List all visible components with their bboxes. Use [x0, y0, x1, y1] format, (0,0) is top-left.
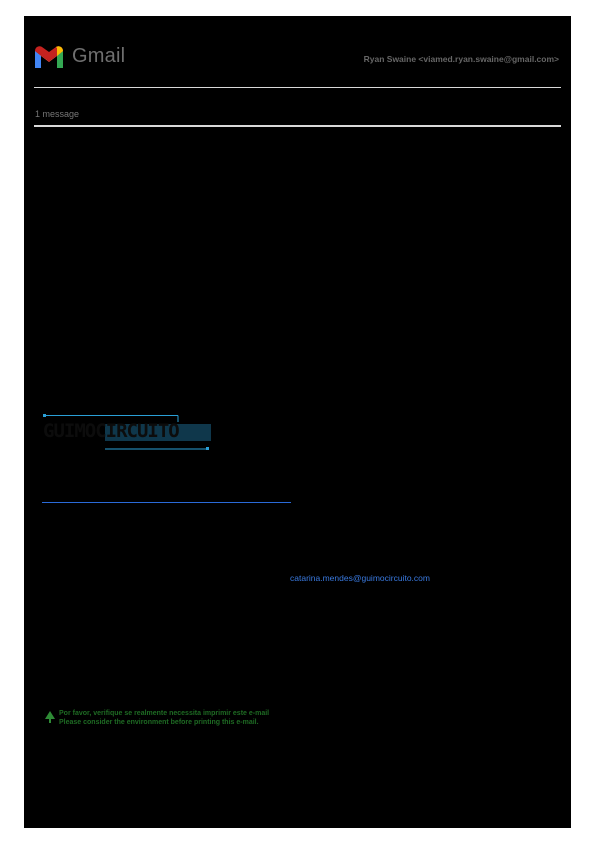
message-count: 1 message [35, 109, 80, 119]
logo-wordmark: GUIMOCIRCUITO [43, 420, 180, 442]
eco-notice-en: Please consider the environment before p… [59, 719, 259, 726]
gmail-brand-text: Gmail [72, 45, 126, 67]
signature-link-underline [42, 502, 291, 503]
gmail-logo-icon [35, 46, 63, 68]
account-email: Ryan Swaine <viamed.ryan.swaine@gmail.co… [363, 54, 559, 64]
tree-icon [45, 711, 55, 723]
company-logo: GUIMOCIRCUITO [43, 414, 213, 454]
contact-email-link[interactable]: catarina.mendes@guimocircuito.com [290, 573, 430, 583]
logo-frame-icon [43, 414, 211, 450]
subject-divider [34, 125, 561, 127]
email-print-page [24, 16, 571, 828]
header-divider [34, 87, 561, 88]
eco-notice-pt: Por favor, verifique se realmente necess… [59, 710, 270, 717]
